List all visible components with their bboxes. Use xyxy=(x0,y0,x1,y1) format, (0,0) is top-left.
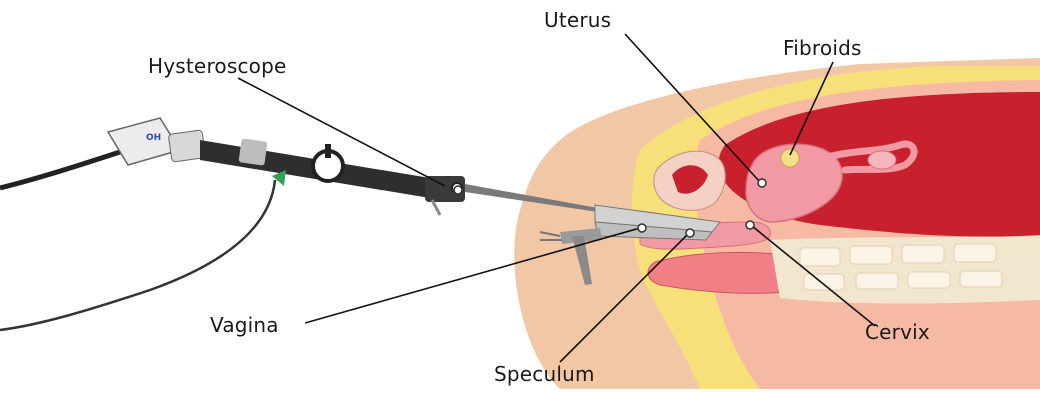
point-cervix xyxy=(746,221,754,229)
label-hysteroscope: Hysteroscope xyxy=(148,54,287,78)
camera-cable xyxy=(0,152,120,188)
light-cable xyxy=(0,180,275,330)
point-hysteroscope xyxy=(454,186,462,194)
point-vagina xyxy=(638,224,646,232)
label-vagina: Vagina xyxy=(210,313,279,337)
fibroid xyxy=(781,149,799,167)
label-uterus: Uterus xyxy=(544,8,611,32)
label-cervix: Cervix xyxy=(865,320,930,344)
point-speculum xyxy=(686,229,694,237)
ovary xyxy=(868,151,896,169)
label-speculum: Speculum xyxy=(494,362,595,386)
point-uterus xyxy=(758,179,766,187)
label-fibroids: Fibroids xyxy=(783,36,862,60)
scope-badge: OH xyxy=(146,133,161,143)
